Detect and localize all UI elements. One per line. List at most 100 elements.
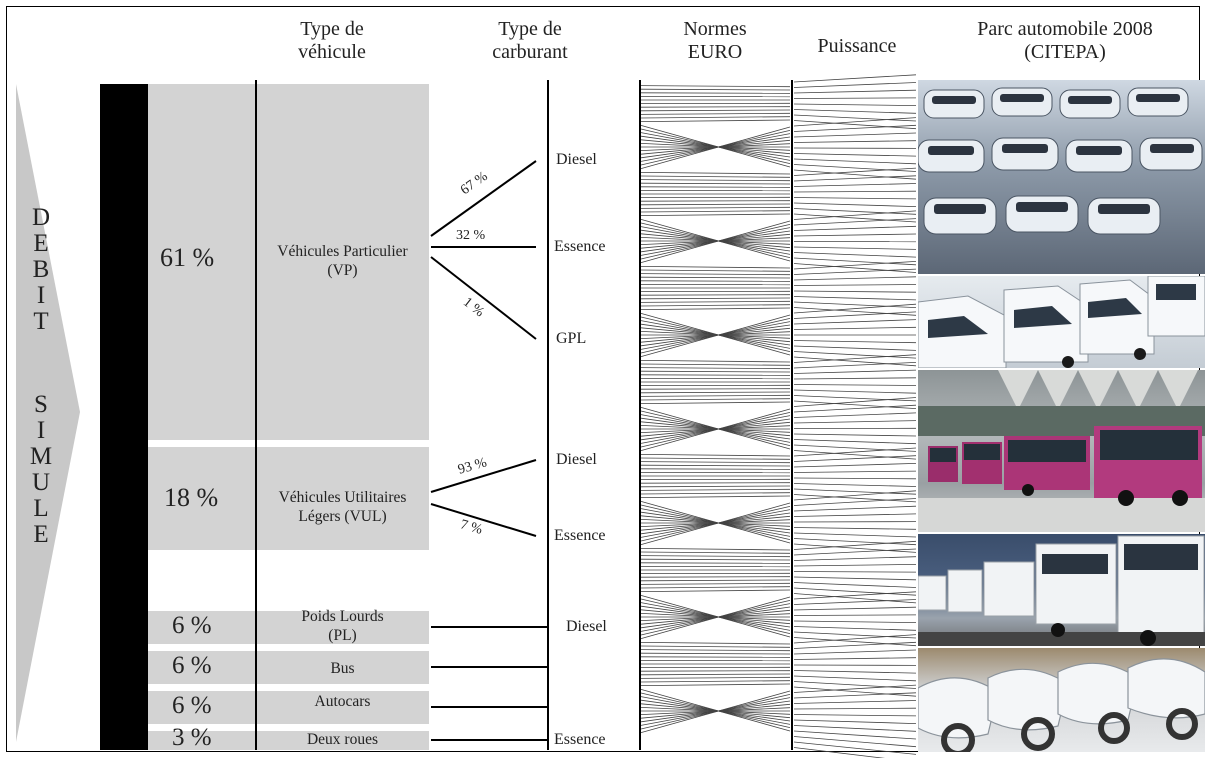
power-fan-line <box>793 225 917 231</box>
power-fan-line <box>793 103 917 106</box>
power-fan-line <box>793 301 917 308</box>
power-fan-line <box>793 404 917 413</box>
power-fan-line <box>793 675 917 682</box>
power-fan-line <box>793 362 917 369</box>
scooter-fleet-icon <box>918 658 1205 752</box>
power-fan-line <box>793 167 917 176</box>
power-fan-line <box>793 303 917 314</box>
label-vp-line2: (VP) <box>327 262 358 279</box>
power-fan-line <box>793 700 917 704</box>
euro-fan-line <box>640 673 791 676</box>
power-fan-line <box>793 114 917 122</box>
power-fan-line <box>793 384 917 386</box>
label-pl-line1: Poids Lourds <box>301 608 384 625</box>
euro-fan-line <box>640 683 791 686</box>
euro-fan-line <box>640 363 791 366</box>
power-fan-line <box>793 202 917 207</box>
power-fan-line <box>793 132 917 138</box>
euro-fan-line <box>640 586 791 589</box>
block-autocars <box>148 691 429 724</box>
power-fan-line <box>793 463 917 468</box>
power-fan-line <box>793 591 917 600</box>
side-label-word2: S I M U L E <box>26 392 56 548</box>
header-fuel-type-line1: Type de <box>498 18 562 40</box>
power-fan-line <box>793 587 917 596</box>
power-fan-line <box>793 719 917 724</box>
power-fan-line <box>793 351 917 359</box>
pct-autocars: 6 % <box>172 692 212 719</box>
power-fan-line <box>793 556 917 561</box>
side-letter: B <box>32 256 50 283</box>
power-fan-line <box>793 307 917 316</box>
power-fan-line <box>793 276 917 281</box>
fuel-vp-essence: Essence <box>554 238 606 255</box>
header-fleet-line1: Parc automobile 2008 <box>977 18 1153 40</box>
power-fan-line <box>793 681 917 689</box>
euro-fan-line <box>640 454 791 457</box>
power-fan-line <box>793 233 917 237</box>
euro-fan-line <box>640 106 791 108</box>
power-fan-line <box>793 450 917 460</box>
euro-fan-line <box>640 645 791 648</box>
label-autocars: Autocars <box>256 692 429 711</box>
power-fan-line <box>793 564 917 567</box>
euro-fan-line <box>640 92 791 94</box>
power-fan-line <box>793 505 917 512</box>
power-fan-line <box>793 548 917 556</box>
power-fan-line <box>793 576 917 581</box>
power-fan-line <box>793 164 917 172</box>
power-fan-line <box>793 447 917 457</box>
power-fan-line <box>793 483 917 487</box>
euro-fan-line <box>640 119 791 122</box>
header-fleet-line2: (CITEPA) <box>1024 41 1106 63</box>
fuel-vul-essence: Essence <box>554 527 606 544</box>
power-fan-line <box>793 532 917 538</box>
euro-fan-line <box>640 558 791 561</box>
power-fan-line <box>793 218 917 226</box>
euro-fan-line <box>640 304 791 307</box>
power-fan-line <box>793 543 917 553</box>
photo-vans <box>918 276 1205 368</box>
header-vehicle-type-line1: Type de <box>300 18 364 40</box>
euro-fan-line <box>640 495 791 498</box>
power-fan-line <box>793 599 917 605</box>
car-fleet-icon <box>918 87 1203 235</box>
euro-fan-line <box>640 408 791 451</box>
euro-fan-line <box>640 576 791 578</box>
header-fleet: Parc automobile 2008 (CITEPA) <box>930 18 1200 64</box>
power-fan-line <box>793 190 917 193</box>
side-letter: I <box>36 282 46 309</box>
power-fan <box>793 74 917 758</box>
fuel-pl-diesel: Diesel <box>566 618 607 635</box>
fuel-vul-diesel: Diesel <box>556 451 597 468</box>
euro-fan-line <box>640 203 791 206</box>
header-fuel-type: Type de carburant <box>460 18 600 64</box>
euro-fan-line <box>640 391 791 394</box>
label-bus-line1: Bus <box>330 660 355 677</box>
euro-fan-line <box>640 482 791 484</box>
block-pl <box>148 611 429 644</box>
euro-fan-line <box>640 200 791 202</box>
black-bar <box>100 84 148 750</box>
pct-vul: 18 % <box>164 483 219 512</box>
euro-fan-line <box>640 579 791 582</box>
power-fan-line <box>793 538 917 546</box>
branch-vp-diesel <box>430 160 537 237</box>
euro-fan-line <box>640 582 791 585</box>
side-letter: D <box>31 204 51 231</box>
power-fan-line <box>793 175 917 182</box>
euro-fan-line <box>640 220 791 263</box>
label-deux-roues: Deux roues <box>256 730 429 749</box>
power-fan-line <box>793 571 917 573</box>
power-fan-line <box>793 540 917 550</box>
side-letter: E <box>33 521 49 548</box>
power-fan-line <box>793 634 917 644</box>
power-fan-line <box>793 657 917 660</box>
euro-fan-line <box>640 269 791 272</box>
power-fan-line <box>793 400 917 409</box>
power-fan-line <box>793 326 917 330</box>
power-fan-line <box>793 631 917 639</box>
label-deux-roues-line1: Deux roues <box>306 731 379 748</box>
label-pl-line2: (PL) <box>328 627 357 644</box>
branch-vul-essence <box>430 503 537 537</box>
